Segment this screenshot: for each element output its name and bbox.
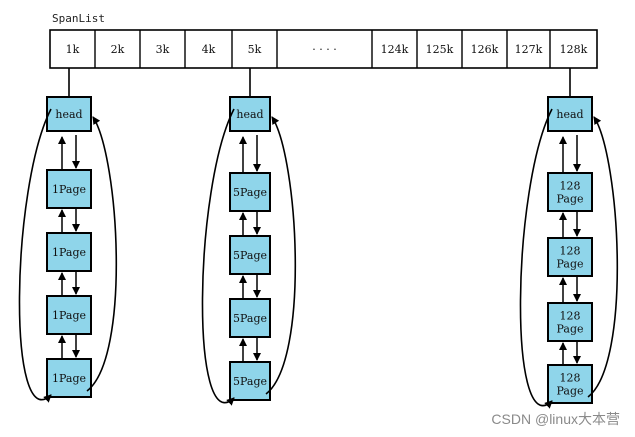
page-node-label: 128 [560, 372, 581, 385]
page-node-label: 128 [560, 310, 581, 323]
head-to-tail-arc [519, 108, 553, 409]
spanlist-cell-2: 3k [156, 43, 170, 56]
page-node-label: Page [556, 258, 583, 271]
head-to-tail-arc [201, 108, 235, 406]
spanlist-array: 1k 2k 3k 4k 5k · · · · 124k 125k 126k 127k 128k [49, 29, 598, 69]
spanlist-cell-5: · · · · [312, 43, 336, 56]
tail-to-head-arc [265, 116, 297, 395]
spanlist-cell-0: 1k [66, 43, 80, 56]
spanlist-cell-6: 124k [381, 43, 409, 56]
page-node-label: 5Page [233, 312, 267, 325]
page-node-box [229, 361, 271, 401]
page-node-box [229, 298, 271, 338]
list-head-label: head [55, 108, 82, 121]
page-node-box [46, 358, 92, 398]
tail-to-head-arc [86, 116, 118, 392]
page-node-label: 5Page [233, 249, 267, 262]
page-node-box [229, 172, 271, 212]
list-head-box [46, 96, 92, 132]
page-node-box [46, 232, 92, 272]
watermark: CSDN @linux大本营 [491, 411, 620, 427]
page-node-label: 1Page [52, 246, 86, 259]
spanlist-cell-7: 125k [426, 43, 454, 56]
page-node-label: 1Page [52, 309, 86, 322]
span-list-1: head 1Page 1Page 1Page 1Page [18, 68, 118, 403]
spanlist-cell-4: 5k [248, 43, 262, 56]
list-head-label: head [556, 108, 583, 121]
spanlist-cell-3: 4k [202, 43, 216, 56]
page-node-box [46, 169, 92, 209]
page-node-box [547, 237, 593, 277]
page-node-label: Page [556, 193, 583, 206]
page-node-label: Page [556, 385, 583, 398]
spanlist-border [49, 29, 598, 69]
list-head-label: head [236, 108, 263, 121]
page-node-label: 5Page [233, 186, 267, 199]
page-node-label: 5Page [233, 375, 267, 388]
page-node-label: 1Page [52, 372, 86, 385]
span-list-2: head 5Page 5Page 5Page 5Page [201, 68, 297, 406]
page-node-label: Page [556, 323, 583, 336]
page-node-box [46, 295, 92, 335]
spanlist-title: SpanList [52, 12, 105, 25]
tail-to-head-arc [587, 116, 619, 398]
span-lists: head 1Page 1Page 1Page 1Page head 5Page 5Page 5P… [18, 68, 619, 409]
list-head-box [229, 96, 271, 132]
spanlist-cell-1: 2k [111, 43, 125, 56]
spanlist-cell-9: 127k [515, 43, 543, 56]
list-head-box [547, 96, 593, 132]
spanlist-cell-8: 126k [471, 43, 499, 56]
page-node-label: 128 [560, 180, 581, 193]
page-node-box [229, 235, 271, 275]
page-node-box [547, 172, 593, 212]
spanlist-cell-10: 128k [560, 43, 588, 56]
page-node-label: 128 [560, 245, 581, 258]
page-node-label: 1Page [52, 183, 86, 196]
page-node-box [547, 302, 593, 342]
head-to-tail-arc [18, 108, 52, 403]
page-node-box [547, 364, 593, 404]
